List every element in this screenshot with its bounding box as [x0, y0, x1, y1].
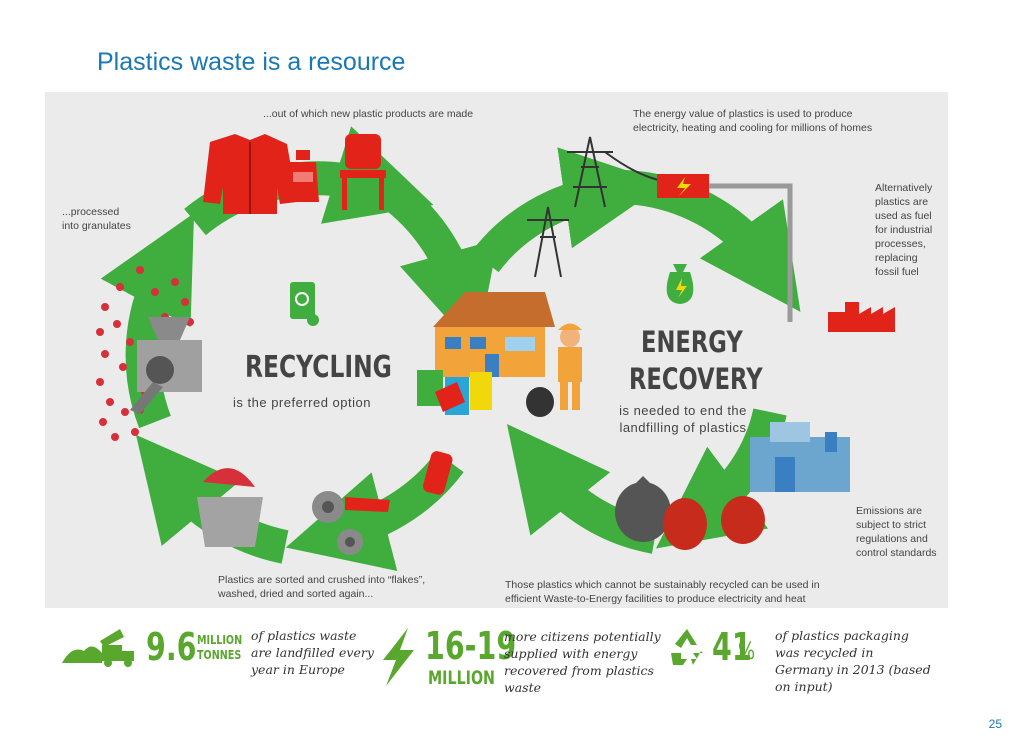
- bottle-icon: [287, 150, 319, 202]
- worker-icon: [526, 323, 582, 417]
- stat-landfill-text: of plastics waste are landfilled every y…: [251, 628, 374, 677]
- stat-packaging-text: of plastics packaging was recycled in Ge…: [775, 628, 931, 694]
- stat-packaging-value: 41: [712, 625, 752, 669]
- sorting-bins-icon: [417, 370, 492, 495]
- waste-to-energy-plant-icon: [750, 422, 850, 492]
- granulator-machine-icon: [130, 317, 202, 414]
- caption-emissions: Emissions are subject to strict regulati…: [856, 505, 937, 559]
- recycling-heading: RECYCLING: [245, 350, 392, 385]
- energy-recovery-subtitle: is needed to end the landfilling of plas…: [619, 403, 747, 435]
- chair-icon: [340, 134, 386, 210]
- stat-landfill-unit-1: MILLION: [197, 633, 243, 647]
- electricity-box-icon: [657, 174, 793, 322]
- stat-citizens-unit: MILLION: [428, 667, 495, 689]
- stat-landfill-value: 9.6: [146, 625, 197, 669]
- recovery-heading: RECOVERY: [629, 362, 763, 396]
- factory-icon: [828, 302, 895, 332]
- crusher-icon: [197, 468, 390, 555]
- stat-citizens-text: more citizens potentially supplied with …: [504, 629, 661, 695]
- recycle-bin-icon: [290, 282, 319, 326]
- trash-bag-icon: [615, 476, 765, 550]
- page-number: 25: [988, 717, 1002, 731]
- stat-landfill-unit-2: TONNES: [197, 648, 242, 662]
- caption-fuel: Alternatively plastics are used as fuel …: [875, 182, 933, 278]
- energy-heading: ENERGY: [641, 325, 743, 359]
- fuel-bag-icon: [666, 264, 694, 304]
- stat-citizens-value: 16-19: [425, 624, 517, 668]
- caption-new-products: ...out of which new plastic products are…: [263, 108, 474, 120]
- jacket-icon: [203, 134, 297, 214]
- caption-flakes: Plastics are sorted and crushed into “fl…: [218, 574, 426, 600]
- page-title: Plastics waste is a resource: [97, 48, 406, 76]
- caption-energy-value: The energy value of plastics is used to …: [633, 108, 873, 134]
- recycling-subtitle: is the preferred option: [233, 395, 371, 410]
- house-icon: [433, 292, 555, 377]
- lightning-bolt-icon: [383, 628, 414, 686]
- caption-waste-to-energy: Those plastics which cannot be sustainab…: [505, 579, 820, 605]
- landfill-truck-icon: [62, 629, 134, 667]
- recycling-energy-diagram: [96, 126, 895, 572]
- caption-granulates: ...processed into granulates: [62, 206, 131, 232]
- recycle-icon: [671, 629, 703, 665]
- stat-packaging-unit: %: [738, 637, 756, 665]
